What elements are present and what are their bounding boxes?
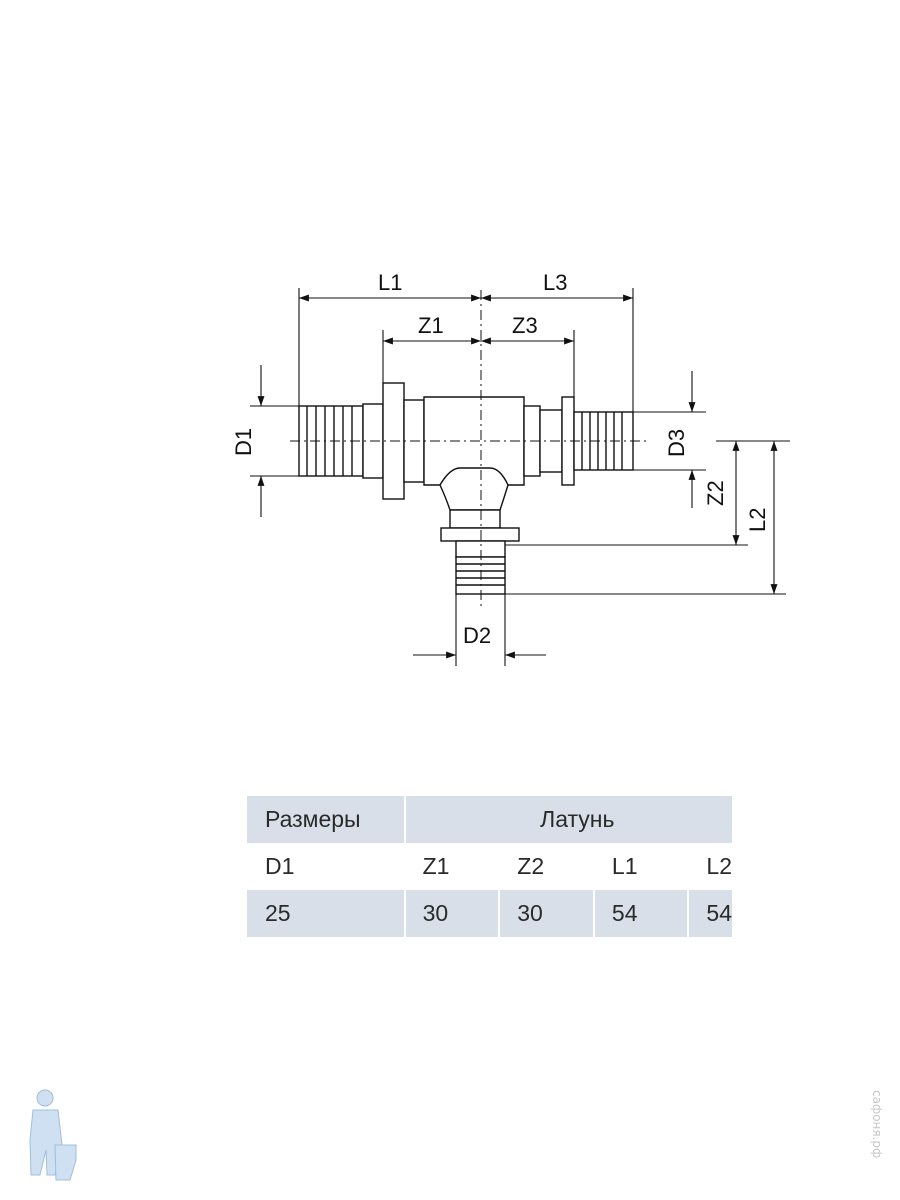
fitting-body (298, 382, 634, 595)
label-D3: D3 (664, 429, 689, 457)
table-row: D1 Z1 Z2 L1 L2 (247, 843, 732, 890)
table-cell: 30 (404, 890, 501, 937)
watermark: сафоня.рф (870, 1090, 884, 1159)
label-D1: D1 (231, 428, 256, 456)
table-row: 25 30 30 54 54 (247, 890, 732, 937)
label-D2: D2 (463, 623, 491, 648)
label-L1: L1 (378, 270, 402, 295)
plumber-with-toilet-logo (29, 1089, 77, 1181)
label-Z1: Z1 (418, 313, 444, 338)
table-cell: 54 (688, 890, 732, 937)
center-lines (290, 290, 650, 610)
table-header-row: Размеры Латунь (247, 796, 732, 843)
column-label: Z1 (404, 843, 501, 890)
column-label: D1 (247, 843, 406, 890)
label-L2: L2 (745, 508, 770, 532)
column-label: L2 (688, 843, 732, 890)
column-label: L1 (593, 843, 690, 890)
column-label: Z2 (499, 843, 595, 890)
label-Z3: Z3 (512, 313, 538, 338)
table-cell: 54 (593, 890, 690, 937)
label-L3: L3 (543, 270, 567, 295)
header-sizes: Размеры (247, 796, 406, 843)
dimensions-table: Размеры Латунь D1 Z1 Z2 L1 L2 25 30 30 5… (247, 796, 732, 937)
label-Z2: Z2 (703, 480, 728, 506)
dimension-labels: L1 L3 Z1 Z3 D1 D3 Z2 L2 D2 (231, 270, 770, 648)
dimension-lines (250, 288, 790, 666)
header-material: Латунь (404, 796, 732, 843)
table-cell: 30 (499, 890, 595, 937)
table-cell: 25 (247, 890, 406, 937)
